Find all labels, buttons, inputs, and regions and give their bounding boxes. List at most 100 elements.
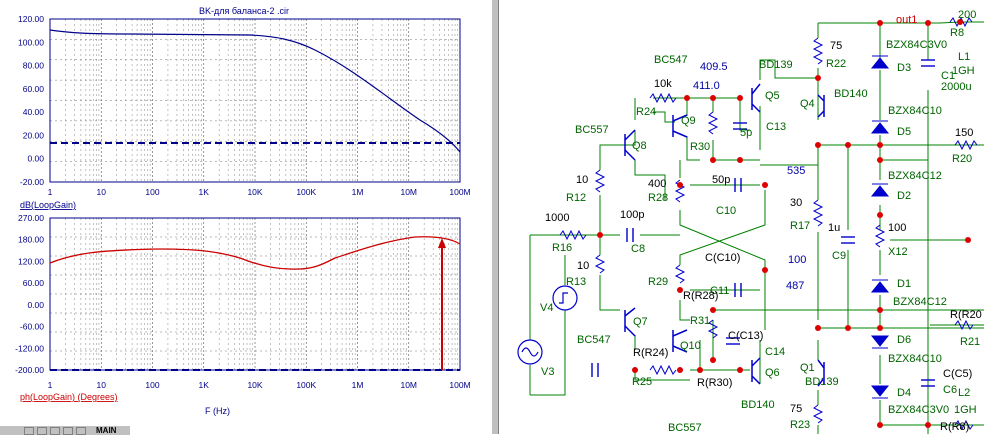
schematic-label: Q8 — [632, 140, 647, 152]
schematic-label: 150 — [955, 127, 973, 139]
schematic-label: Q5 — [765, 90, 780, 102]
top-plot-grid — [49, 19, 460, 182]
schematic-label: 411.0 — [693, 80, 720, 92]
schematic-label: BC557 — [575, 124, 609, 136]
schematic-label: 100 — [788, 254, 806, 266]
schematic-label: BZX84C12 — [893, 296, 947, 308]
y-tick-label: 100.00 — [18, 37, 44, 47]
schematic-label: 409.5 — [700, 61, 728, 73]
schematic-label: 10k — [654, 78, 672, 90]
schematic-label: 100 — [888, 222, 906, 234]
schematic-canvas[interactable]: 200out175BZX84C3V0R8L1BC547409.5BD139R22… — [499, 0, 984, 434]
schematic-label: 75 — [830, 40, 842, 52]
schematic-label: R21 — [960, 336, 980, 348]
x-tick-label: 1K — [199, 380, 210, 390]
x-tick-label: 10K — [247, 187, 262, 197]
voltage-sources — [517, 285, 578, 365]
schematic-label: C11 — [710, 285, 729, 297]
schematic-label: BZX84C3V0 — [886, 39, 947, 51]
schematic-label: R31 — [690, 315, 710, 327]
schematic-label: L1 — [958, 51, 970, 63]
resistors — [559, 16, 978, 431]
schematic-label: R30 — [690, 141, 710, 153]
x-tick-label: 1M — [352, 380, 364, 390]
phase-marker-arrow — [438, 238, 446, 248]
x-tick-label: 1K — [199, 187, 210, 197]
y-tick-label: 40.00 — [23, 107, 45, 117]
schematic-label: 10 — [576, 174, 588, 186]
schematic-label: C13 — [766, 121, 786, 133]
tab-main[interactable]: MAIN — [96, 426, 117, 435]
schematic-label: 200 — [958, 9, 976, 21]
schematic-label: 5p — [740, 127, 752, 139]
schematic-label: BC557 — [668, 422, 702, 434]
schematic-label: L2 — [958, 387, 970, 399]
schematic-label: R(R20 — [950, 309, 982, 321]
bode-plot[interactable]: BK-для баланса-2 .cir 120.00100.0080.006… — [0, 0, 491, 425]
y-tick-label: -200.00 — [15, 365, 44, 375]
schematic-label: R24 — [636, 106, 656, 118]
schematic-label: BC547 — [654, 54, 688, 66]
schematic-label: 487 — [786, 280, 804, 292]
schematic-label: C(C13) — [728, 330, 763, 342]
schematic-label: 535 — [787, 165, 805, 177]
top-plot-frame — [49, 18, 461, 183]
schematic-label: R12 — [566, 192, 586, 204]
schematic-label: Q4 — [800, 98, 815, 110]
schematic-label: 50p — [712, 174, 730, 186]
schematic-label: R23 — [790, 419, 810, 431]
schematic-label: X12 — [888, 246, 908, 258]
schematic-label: Q6 — [765, 367, 780, 379]
schematic-label: 75 — [790, 403, 802, 415]
y-tick-label: 0.00 — [27, 300, 44, 310]
schematic-label: C(C5) — [943, 368, 972, 380]
y-tick-label: 120.00 — [18, 14, 44, 24]
x-tick-label: 1 — [48, 187, 53, 197]
schematic-label: R22 — [826, 58, 846, 70]
schematic-label: R17 — [790, 220, 810, 232]
x-tick-label: 1 — [48, 380, 53, 390]
schematic-label: 1000 — [545, 212, 569, 224]
schematic-label: BD139 — [759, 59, 793, 71]
schematic-label: R16 — [552, 242, 572, 254]
y-tick-label: 270.00 — [18, 213, 44, 223]
schematic-label: R25 — [632, 376, 652, 388]
schematic-label: R28 — [648, 192, 668, 204]
x-tick-label: 10M — [400, 187, 417, 197]
schematic-label: out1 — [896, 14, 917, 26]
zener-diodes — [870, 55, 890, 399]
panel-splitter[interactable] — [491, 0, 499, 434]
capacitors — [591, 59, 935, 387]
x-tick-label: 100M — [449, 187, 470, 197]
top-gain-trace — [49, 29, 461, 153]
schematic-label: R13 — [566, 276, 586, 288]
schematic-label: C14 — [765, 346, 785, 358]
schematic-label: BZX84C12 — [888, 170, 942, 182]
x-tick-label: 10 — [97, 187, 107, 197]
y-tick-label: 180.00 — [18, 235, 44, 245]
x-axis-label: F (Hz) — [205, 406, 230, 416]
x-tick-label: 100K — [296, 187, 316, 197]
top-y-label: dB(LoopGain) — [20, 200, 76, 210]
y-tick-label: 80.00 — [23, 61, 45, 71]
schematic-label: R29 — [648, 276, 668, 288]
schematic-label: BZX84C10 — [888, 105, 942, 117]
bottom-plot-grid — [49, 218, 460, 370]
plot-title: BK-для баланса-2 .cir — [199, 6, 289, 16]
bottom-y-label: ph(LoopGain) (Degrees) — [20, 392, 118, 402]
schematic-label: 1GH — [954, 404, 977, 416]
schematic-label: C10 — [716, 205, 736, 217]
schematic-label: 1u — [828, 222, 840, 234]
schematic-label: D4 — [897, 387, 911, 399]
x-tick-label: 100 — [145, 187, 159, 197]
y-tick-label: 60.00 — [23, 84, 45, 94]
bottom-phase-trace — [49, 236, 461, 270]
x-tick-label: 10M — [400, 380, 417, 390]
schematic-label: D3 — [897, 62, 911, 74]
schematic-label: BD139 — [805, 376, 839, 388]
y-tick-label: -20.00 — [20, 177, 44, 187]
schematic-label: BD140 — [741, 399, 775, 411]
